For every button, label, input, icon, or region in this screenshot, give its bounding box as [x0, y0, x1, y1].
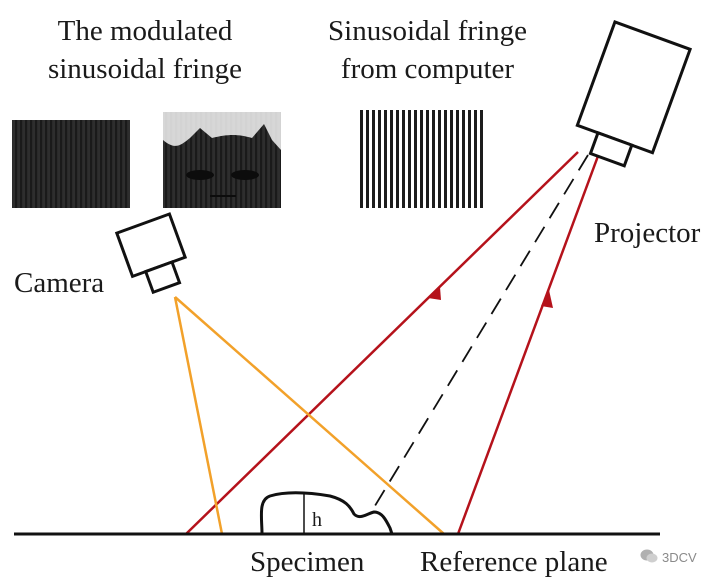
watermark: 3DCV	[640, 548, 697, 567]
modulated-fringe-title-line1: The modulated	[57, 15, 233, 47]
height-label: h	[312, 509, 322, 531]
computer-fringe-title-line2: from computer	[340, 53, 515, 85]
ray-arrow-right	[541, 290, 553, 308]
modulated-fringe-title-line2: sinusoidal fringe	[47, 53, 243, 85]
computer-fringe-title-line1: Sinusoidal fringe	[328, 15, 527, 47]
computer-fringe-image	[360, 110, 486, 208]
watermark-text: 3DCV	[662, 550, 697, 565]
wechat-icon	[640, 548, 658, 567]
specimen-label: Specimen	[250, 546, 365, 578]
projector-label: Projector	[594, 217, 701, 249]
camera-label: Camera	[14, 267, 105, 299]
modulated-fringe-image-1	[12, 120, 130, 208]
projector-icon	[575, 20, 693, 168]
camera-rays	[173, 296, 445, 535]
projector-rays	[185, 151, 600, 535]
camera-icon	[114, 212, 188, 295]
reference-plane-label: Reference plane	[420, 546, 608, 578]
specimen-shape	[259, 491, 395, 536]
ray-arrow-left	[428, 287, 441, 300]
modulated-fringe-image-2	[163, 112, 281, 208]
